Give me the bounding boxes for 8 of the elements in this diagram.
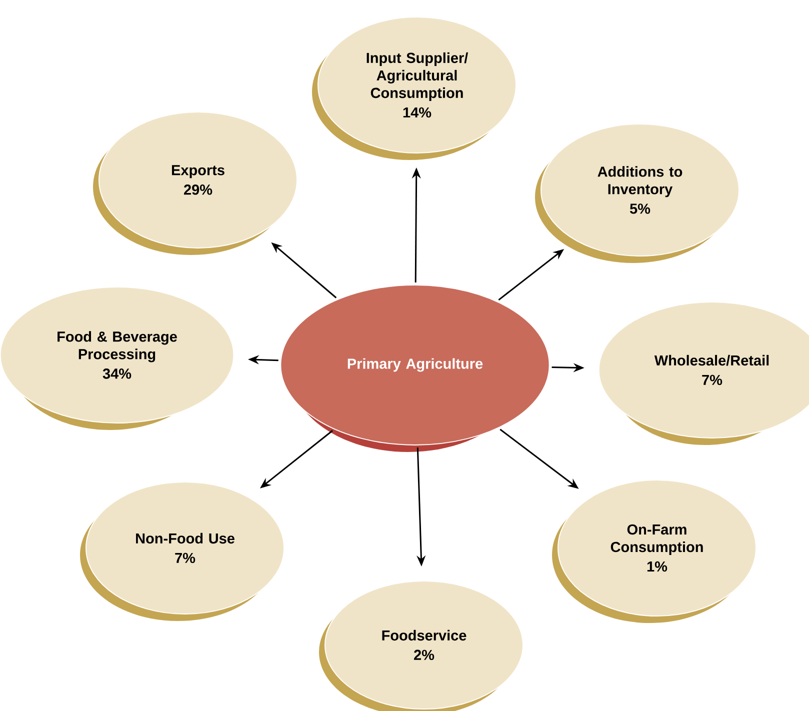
ellipse-node: Food & Beverage Processing 34%: [0, 286, 234, 430]
ellipse-node: Non-Food Use 7%: [80, 481, 284, 621]
ellipse-node: Wholesale/Retail 7%: [598, 301, 809, 445]
ellipse-node: Additions to Inventory 5%: [535, 124, 740, 263]
ellipse-node: On-Farm Consumption 1%: [552, 479, 756, 623]
ellipse-node: Input Supplier/ Agricultural Consumption 14%: [312, 16, 516, 160]
ellipse-node: Foodservice 2%: [319, 580, 524, 711]
ellipse-node: Exports 29%: [93, 111, 298, 255]
